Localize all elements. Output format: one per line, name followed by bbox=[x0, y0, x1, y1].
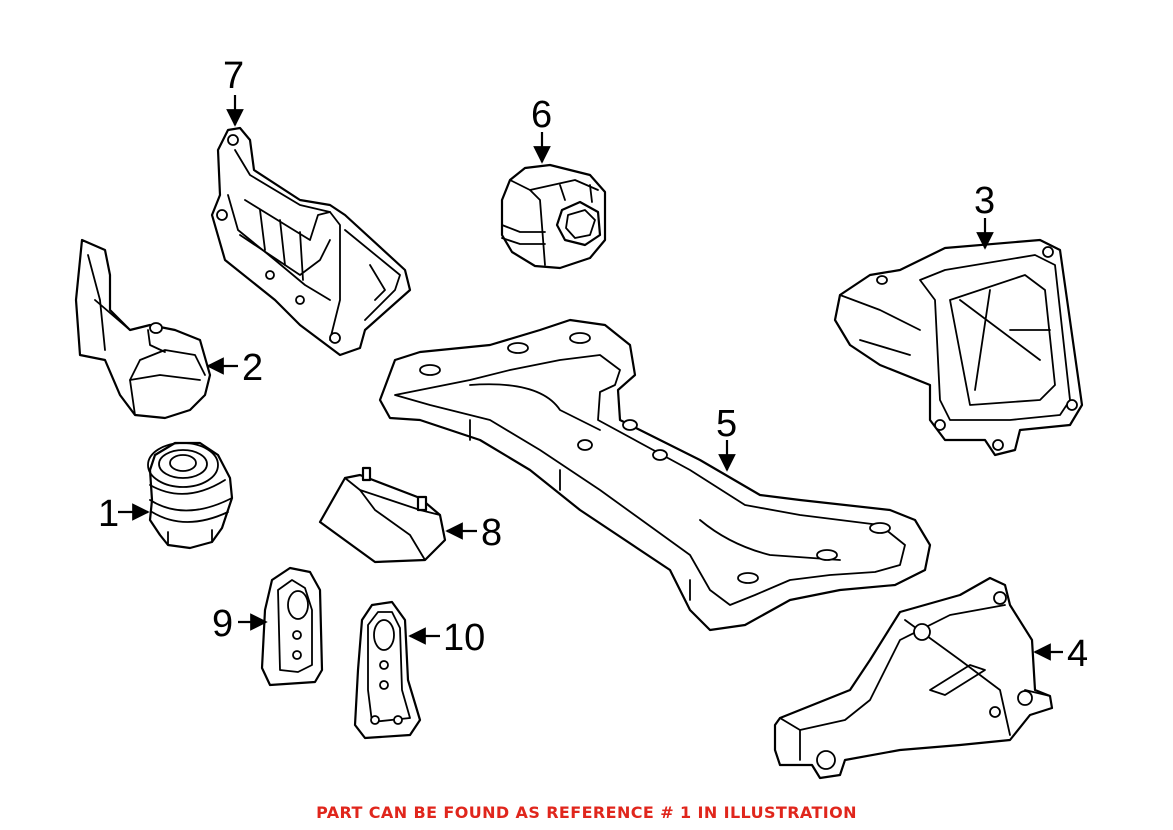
callout-1: 1 bbox=[98, 493, 119, 535]
callout-3: 3 bbox=[974, 180, 995, 222]
part-4-bracket bbox=[773, 576, 1054, 780]
callout-numbers: 7 6 3 2 5 1 8 9 10 4 bbox=[98, 55, 1088, 675]
callout-5: 5 bbox=[716, 403, 737, 445]
callout-7: 7 bbox=[223, 55, 244, 97]
callout-leaders bbox=[118, 95, 1063, 661]
part-1-round-mount bbox=[147, 441, 234, 550]
callout-6: 6 bbox=[531, 94, 552, 136]
part-10-bracket bbox=[353, 600, 422, 740]
part-6-bushing bbox=[500, 163, 607, 270]
callout-9: 9 bbox=[212, 603, 233, 645]
part-7-bracket bbox=[210, 126, 412, 357]
part-5-crossmember bbox=[378, 318, 932, 632]
part-2-mount bbox=[74, 238, 212, 420]
callout-2: 2 bbox=[242, 347, 263, 389]
part-3-bracket bbox=[833, 238, 1084, 457]
callout-10: 10 bbox=[443, 617, 485, 659]
part-9-pad bbox=[260, 566, 324, 687]
reference-note: PART CAN BE FOUND AS REFERENCE # 1 IN IL… bbox=[316, 803, 857, 822]
part-8-plate bbox=[318, 466, 447, 564]
callout-4: 4 bbox=[1067, 633, 1088, 675]
callout-8: 8 bbox=[481, 512, 502, 554]
